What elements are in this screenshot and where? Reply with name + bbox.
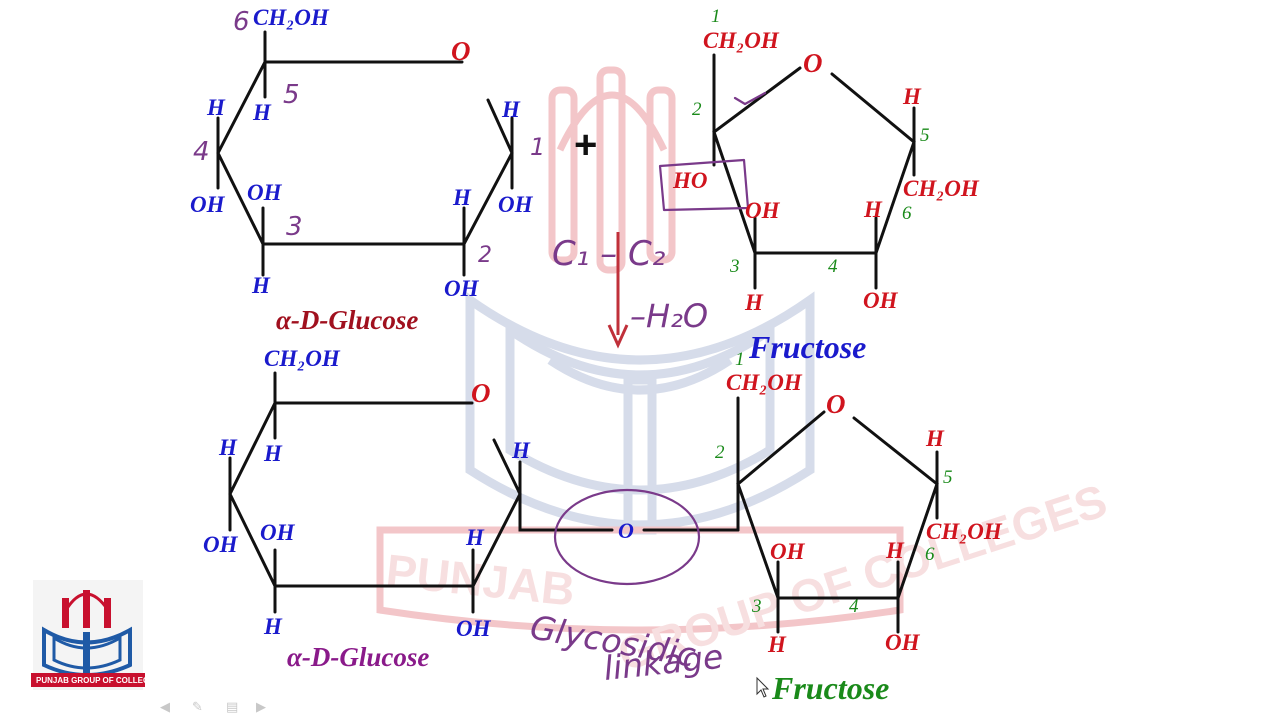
- glucose-bottom-h-c2: H: [465, 525, 485, 550]
- glucose-top-h-c1: H: [501, 97, 521, 122]
- glucose-bottom-h-c1: H: [511, 438, 531, 463]
- glucose-bottom-h-c5: H: [263, 441, 283, 466]
- glucose-bottom-oh-c4: OH: [203, 532, 239, 557]
- fructose-bottom-num3: 3: [751, 596, 762, 617]
- glucose-bottom-oh-c2: OH: [456, 616, 492, 641]
- fructose-bottom-num1: 1: [735, 349, 745, 370]
- reaction-arrow: [607, 232, 629, 349]
- arrow-left-icon[interactable]: ◀: [160, 700, 170, 715]
- glucose-top: CH₂OH O H H OH OH H H OH H OH α-D-Glucos…: [190, 5, 534, 335]
- fructose-bottom-ring-o: O: [826, 389, 846, 419]
- hw-c3: 3: [286, 212, 303, 242]
- logo-text: PUNJAB GROUP OF COLLEGES: [36, 676, 161, 685]
- fructose-bottom-h-c3: H: [767, 632, 787, 657]
- bridge-oxygen: O: [618, 518, 634, 543]
- fructose-top-oh-c3: OH: [745, 198, 781, 223]
- glucose-top-oh-c1: OH: [498, 192, 534, 217]
- fructose-bottom-c6-group: CH₂OH: [926, 519, 1003, 544]
- glucose-top-ring-o: O: [451, 36, 471, 66]
- fructose-bottom-num2: 2: [715, 442, 725, 463]
- glucose-top-h-c2: H: [452, 185, 472, 210]
- fructose-top-oh-c4: OH: [863, 288, 899, 313]
- glucose-top-h-c3: H: [251, 273, 271, 298]
- glucose-top-oh-c3: OH: [247, 180, 283, 205]
- fructose-top-num3: 3: [729, 256, 740, 277]
- arrow-right-icon[interactable]: ▶: [256, 700, 266, 715]
- fructose-bottom-oh-c3: OH: [770, 539, 806, 564]
- fructose-top: 1 2 3 4 5 6 CH₂OH O HO H CH₂OH OH H H OH…: [658, 6, 980, 365]
- fructose-bottom-num4: 4: [849, 596, 859, 617]
- handwritten-numbers: 6 5 4 3 2 1: [193, 7, 545, 268]
- fructose-bottom-num5: 5: [943, 467, 953, 488]
- check-icon: [733, 91, 767, 106]
- fructose-top-num4: 4: [828, 256, 838, 277]
- fructose-top-num2: 2: [692, 99, 702, 120]
- fructose-top-ho-c2: HO: [672, 168, 708, 193]
- glucose-top-c6-group: CH₂OH: [253, 5, 330, 30]
- fructose-top-c6-group: CH₂OH: [903, 176, 980, 201]
- fructose-bottom-h-c4: H: [885, 538, 905, 563]
- fructose-top-num6: 6: [902, 203, 912, 224]
- fructose-top-h-c5: H: [902, 84, 922, 109]
- glucose-top-title: α-D-Glucose: [276, 305, 418, 335]
- hw-c4: 4: [193, 137, 210, 167]
- fructose-bottom-c1-group: CH₂OH: [726, 370, 803, 395]
- hw-bond-c1-c2: C₁ – C₂: [552, 234, 666, 274]
- menu-icon[interactable]: ▤: [226, 700, 239, 715]
- fructose-bottom-num6: 6: [925, 544, 935, 565]
- college-logo: PUNJAB GROUP OF COLLEGES: [31, 580, 161, 690]
- glucose-bottom-title: α-D-Glucose: [287, 642, 429, 672]
- glucose-top-oh-c4: OH: [190, 192, 226, 217]
- ho-highlight-box: [658, 158, 750, 212]
- fructose-top-num5: 5: [920, 125, 930, 146]
- fructose-top-ring-o: O: [803, 48, 823, 78]
- fructose-top-h-c4: H: [863, 197, 883, 222]
- plus-sign: +: [574, 123, 597, 167]
- glucose-bottom-oh-c3: OH: [260, 520, 296, 545]
- fructose-top-title: Fructose: [748, 329, 866, 365]
- fructose-bottom-title: Fructose: [771, 670, 889, 706]
- hw-c5: 5: [283, 80, 300, 110]
- fructose-bottom-h-c5: H: [925, 426, 945, 451]
- fructose-bottom: 1 2 3 4 5 6 CH₂OH O H CH₂OH OH H H OH Fr…: [715, 349, 1003, 706]
- glucose-bottom-ring-o: O: [471, 378, 491, 408]
- linkage-circle: [553, 488, 701, 586]
- hw-c2: 2: [478, 243, 492, 268]
- glucose-bottom-c6-group: CH₂OH: [264, 346, 341, 371]
- watermark-line1: PUNJAB: [384, 544, 578, 615]
- hw-minus-water: –H₂O: [630, 297, 708, 335]
- fructose-bottom-oh-c4: OH: [885, 630, 921, 655]
- glucose-bottom-h-c3: H: [263, 614, 283, 639]
- fructose-top-h-c3: H: [744, 290, 764, 315]
- pen-icon[interactable]: ✎: [192, 700, 203, 715]
- hw-c6: 6: [233, 7, 250, 37]
- glucose-top-h-c4: H: [206, 95, 226, 120]
- hw-c1: 1: [530, 133, 545, 161]
- glucose-bottom: CH₂OH O H H OH OH H H OH H α-D-Glucose: [203, 346, 614, 672]
- fructose-top-c1-group: CH₂OH: [703, 28, 780, 53]
- glucose-bottom-h-c4: H: [218, 435, 238, 460]
- glucose-top-h-c5: H: [252, 100, 272, 125]
- cursor-icon: [756, 676, 770, 698]
- fructose-top-num1: 1: [711, 6, 721, 27]
- glucose-top-oh-c2: OH: [444, 276, 480, 301]
